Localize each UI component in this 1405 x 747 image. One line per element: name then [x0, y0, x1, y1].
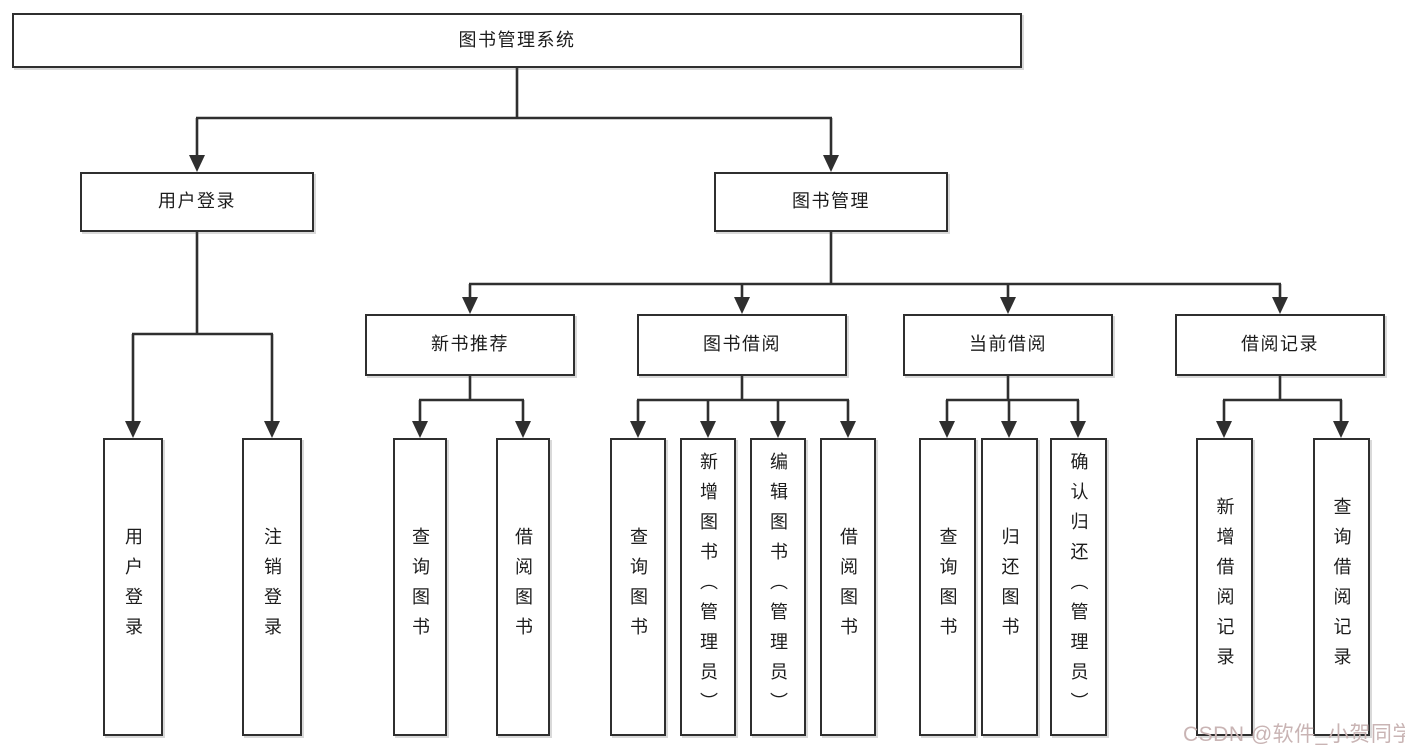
node-label: 图书借阅 [703, 334, 781, 355]
node-book-management: 图书管理 [714, 172, 948, 232]
node-label: 查询图书 [937, 527, 958, 647]
node-label: 查询图书 [628, 527, 648, 647]
node-label: 用户登录 [158, 191, 236, 212]
node-label: 新增图书（管理员） [698, 452, 718, 722]
arrowheads [125, 155, 1349, 438]
leaf-query-book-borrow: 查询图书 [610, 438, 666, 736]
node-label: 注销登录 [262, 527, 282, 647]
node-label: 查询图书 [410, 527, 430, 647]
node-new-book-recommend: 新书推荐 [365, 314, 575, 376]
node-label: 归还图书 [999, 527, 1020, 647]
leaf-logout: 注销登录 [242, 438, 302, 736]
leaf-query-book-recommend: 查询图书 [393, 438, 447, 736]
node-label: 查询借阅记录 [1331, 497, 1352, 677]
csdn-watermark: CSDN @软件_小贺同学 [1183, 723, 1405, 746]
node-user-login: 用户登录 [80, 172, 314, 232]
node-label: 借阅记录 [1241, 334, 1319, 355]
leaf-add-borrow-record: 新增借阅记录 [1196, 438, 1253, 736]
node-label: 新书推荐 [431, 334, 509, 355]
leaf-query-book-current: 查询图书 [919, 438, 976, 736]
node-label: 当前借阅 [969, 334, 1047, 355]
node-label: 新增借阅记录 [1214, 497, 1235, 677]
node-book-borrow: 图书借阅 [637, 314, 847, 376]
node-current-borrow: 当前借阅 [903, 314, 1113, 376]
leaf-borrow-book: 借阅图书 [820, 438, 876, 736]
leaf-query-borrow-record: 查询借阅记录 [1313, 438, 1370, 736]
node-label: 图书管理 [792, 191, 870, 212]
node-label: 图书管理系统 [458, 29, 576, 50]
leaf-user-login: 用户登录 [103, 438, 163, 736]
node-label: 确认归还（管理员） [1068, 452, 1089, 722]
leaf-confirm-return-admin: 确认归还（管理员） [1050, 438, 1107, 736]
leaf-edit-book-admin: 编辑图书（管理员） [750, 438, 806, 736]
connector-paths [131, 68, 1343, 421]
node-label: 编辑图书（管理员） [768, 452, 788, 722]
node-root: 图书管理系统 [12, 13, 1022, 68]
node-label: 借阅图书 [838, 527, 858, 647]
node-label: 借阅图书 [513, 527, 533, 647]
node-label: 用户登录 [123, 527, 143, 647]
node-borrow-records: 借阅记录 [1175, 314, 1385, 376]
leaf-return-book: 归还图书 [981, 438, 1038, 736]
leaf-borrow-book-recommend: 借阅图书 [496, 438, 550, 736]
leaf-add-book-admin: 新增图书（管理员） [680, 438, 736, 736]
